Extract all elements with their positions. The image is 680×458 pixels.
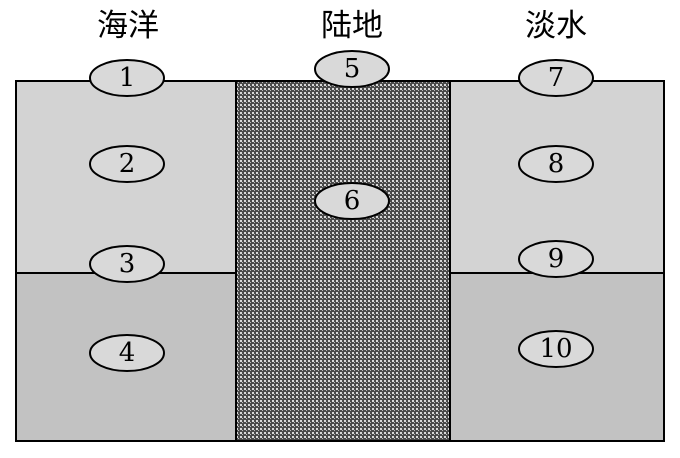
zone-marker-2: 2 <box>89 145 165 183</box>
ocean-header: 海洋 <box>97 8 159 44</box>
zone-marker-9: 9 <box>518 240 594 278</box>
zone-ellipse <box>89 334 165 372</box>
zone-ellipse <box>518 145 594 183</box>
zone-marker-10: 10 <box>518 330 594 368</box>
zone-number: 5 <box>344 54 361 84</box>
land-header: 陆地 <box>321 8 383 44</box>
zone-number: 10 <box>539 334 572 364</box>
zone-number: 1 <box>119 63 136 93</box>
zone-ellipse <box>518 59 594 97</box>
zone-number: 3 <box>119 249 136 279</box>
zone-ellipse <box>518 240 594 278</box>
land-zone <box>235 80 451 442</box>
zone-number: 6 <box>344 186 361 216</box>
zone-marker-4: 4 <box>89 334 165 372</box>
zone-number: 9 <box>548 244 565 274</box>
zone-marker-6: 6 <box>314 182 390 220</box>
zone-number: 7 <box>548 63 565 93</box>
zone-marker-1: 1 <box>89 59 165 97</box>
zone-marker-8: 8 <box>518 145 594 183</box>
zone-marker-7: 7 <box>518 59 594 97</box>
zone-number: 4 <box>119 338 136 368</box>
zone-number: 8 <box>548 149 565 179</box>
zone-ellipse <box>89 145 165 183</box>
zone-ellipse <box>518 330 594 368</box>
freshwater-header: 淡水 <box>525 8 587 44</box>
zone-ellipse <box>314 182 390 220</box>
zone-marker-5: 5 <box>314 50 390 88</box>
zone-marker-3: 3 <box>89 245 165 283</box>
zone-ellipse <box>89 59 165 97</box>
zone-ellipse <box>314 50 390 88</box>
zone-ellipse <box>89 245 165 283</box>
zone-number: 2 <box>119 149 136 179</box>
